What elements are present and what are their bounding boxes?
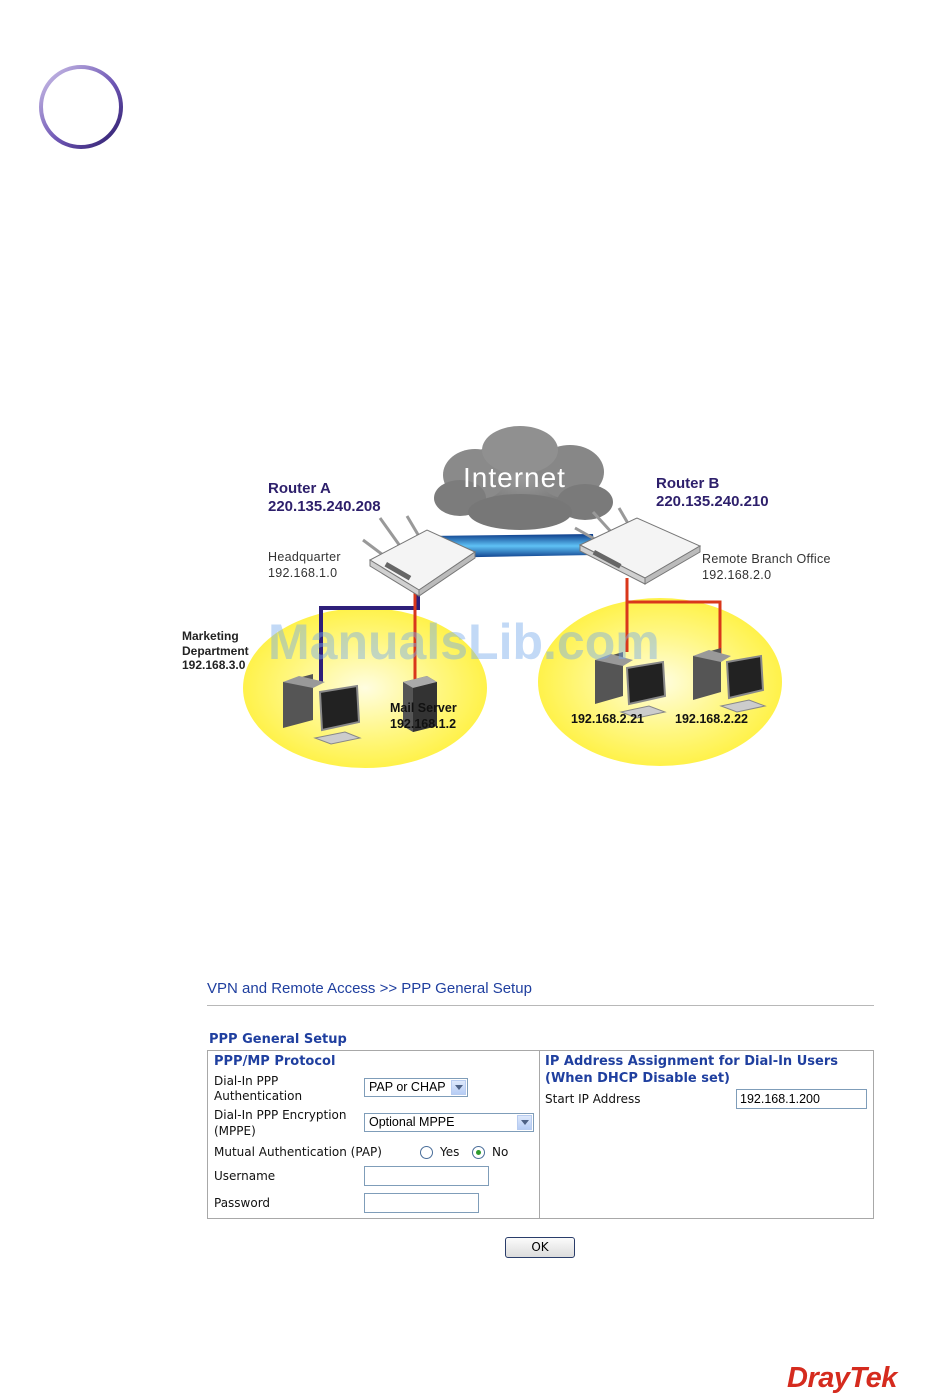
ip-assignment-heading: IP Address Assignment for Dial-In Users [545,1054,838,1069]
password-label: Password [214,1196,271,1210]
mutual-auth-yes-radio[interactable] [420,1146,433,1159]
auth-label-line2: Authentication [214,1089,303,1103]
ok-button[interactable]: OK [505,1237,575,1258]
encryption-select[interactable]: Optional MPPE [364,1113,534,1132]
password-input[interactable] [364,1193,479,1213]
watermark: ManualsLib.com [268,614,660,670]
settings-table [207,1050,874,1219]
branch-host-ip: 192.168.2.22 [675,712,748,726]
chevron-down-icon [451,1080,466,1095]
start-ip-input[interactable]: 192.168.1.200 [736,1089,867,1109]
encryption-label-line1: Dial-In PPP Encryption [214,1108,347,1122]
branch-host-ip: 192.168.2.21 [571,712,644,726]
internet-cloud-icon [434,426,613,530]
cloud-label: Internet [463,462,566,493]
router-a-site: Headquarter [268,550,341,564]
router-b-icon [574,507,702,585]
router-b-subnet: 192.168.2.0 [702,568,772,582]
router-a-subnet: 192.168.1.0 [268,566,338,580]
username-label: Username [214,1169,276,1183]
chapter-circle-icon [39,65,123,149]
encryption-select-value: Optional MPPE [369,1115,455,1129]
auth-select[interactable]: PAP or CHAP [364,1078,468,1097]
section-title: PPP General Setup [209,1032,347,1047]
router-a-name: Router A [268,480,331,497]
marketing-label-1: Marketing [182,629,239,643]
title-divider [207,1005,874,1006]
column-divider [539,1050,540,1219]
marketing-subnet: 192.168.3.0 [182,658,246,672]
mail-server-ip: 192.168.1.2 [390,717,457,731]
mail-server-icon [403,676,437,732]
chevron-down-icon [517,1115,532,1130]
encryption-label-line2: (MPPE) [214,1124,256,1138]
mutual-auth-no-radio[interactable] [472,1146,485,1159]
draytek-logo: DrayTek [787,1362,897,1394]
link-branch [625,578,722,655]
network-diagram: Internet Router A 220.135.240.208 Headqu… [175,420,855,780]
username-input[interactable] [364,1166,489,1186]
mutual-auth-no-label: No [492,1145,509,1159]
marketing-label-2: Department [182,644,249,658]
router-b-ip: 220.135.240.210 [656,493,769,510]
branch-pc-2-icon [693,648,767,713]
router-b-name: Router B [656,475,720,492]
ppp-mp-protocol-heading: PPP/MP Protocol [214,1054,336,1069]
auth-label-line1: Dial-In PPP [214,1074,279,1088]
mail-server-name: Mail Server [390,701,457,715]
mutual-auth-label: Mutual Authentication (PAP) [214,1145,382,1159]
dhcp-note-heading: (When DHCP Disable set) [545,1071,730,1086]
router-b-site: Remote Branch Office [702,552,831,566]
auth-select-value: PAP or CHAP [369,1080,446,1094]
link-marketing [319,590,420,682]
router-a-icon [362,515,477,597]
marketing-pc-icon [283,674,362,745]
branch-pc-1-icon [595,652,667,719]
start-ip-label: Start IP Address [545,1092,641,1106]
router-a-ip: 220.135.240.208 [268,498,381,515]
page-breadcrumb: VPN and Remote Access >> PPP General Set… [207,980,532,997]
mutual-auth-yes-label: Yes [440,1145,460,1159]
diagram-graphics [243,426,782,768]
